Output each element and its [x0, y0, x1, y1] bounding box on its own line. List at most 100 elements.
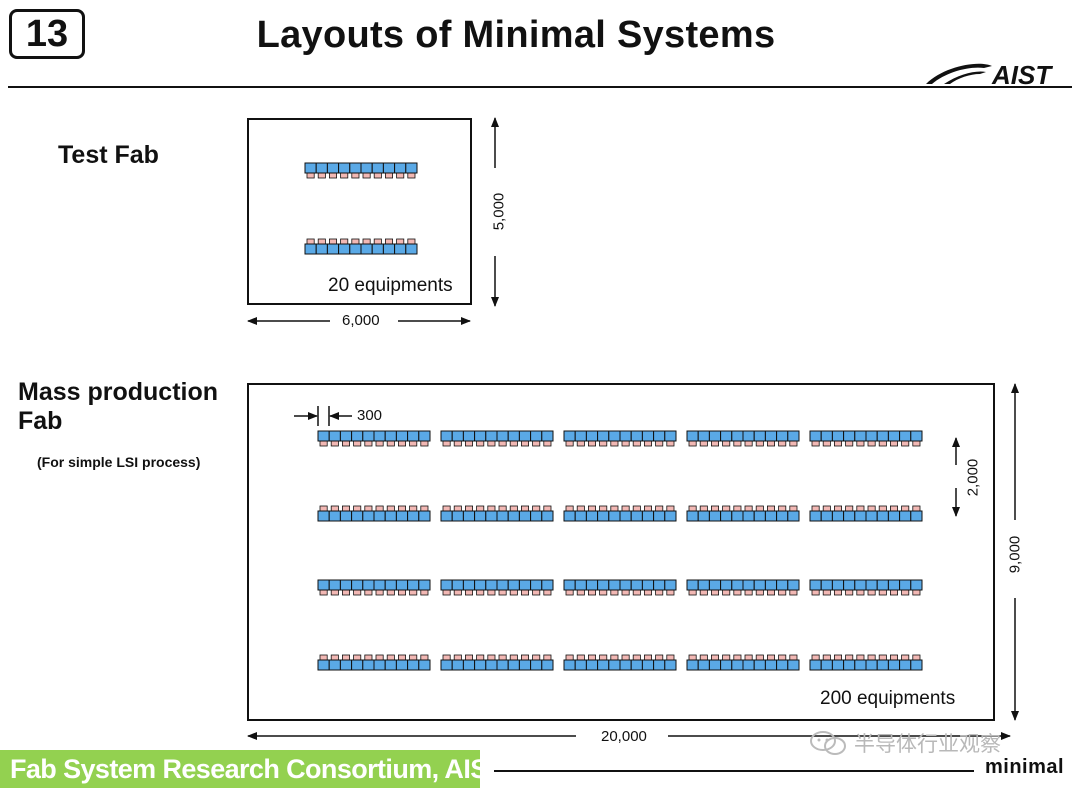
mass-fab-equipment-group [440, 505, 554, 522]
equipment-port [353, 654, 362, 661]
equipment-port [487, 589, 496, 596]
equipment-unit [686, 579, 699, 591]
equipment-port [373, 238, 382, 245]
equipment-unit [362, 659, 375, 671]
mass-fab-width-label: 20,000 [601, 728, 647, 745]
test-fab-outline [247, 118, 472, 305]
equipment-unit [876, 430, 889, 442]
equipment-unit [462, 659, 476, 671]
equipment-unit [720, 430, 733, 442]
equipment-port [364, 505, 373, 512]
equipment-unit [653, 430, 666, 442]
equipment-port [364, 654, 373, 661]
equipment-unit [496, 510, 509, 522]
equipment-port [856, 654, 865, 661]
equipment-unit [787, 510, 800, 522]
equipment-unit [304, 243, 317, 255]
equipment-unit [507, 579, 520, 591]
equipment-port [912, 654, 921, 661]
equipment-port [341, 440, 350, 447]
equipment-unit [507, 430, 520, 442]
mass-fab-equipment-group [563, 579, 677, 596]
equipment-unit [351, 510, 364, 522]
equipment-port [767, 440, 776, 447]
equipment-unit [373, 510, 386, 522]
equipment-unit [474, 579, 487, 591]
equipment-port [330, 505, 339, 512]
test-fab-equipment-row [304, 162, 418, 179]
mass-fab-equipment-group [809, 505, 923, 522]
equipment-port [420, 589, 429, 596]
equipment-unit [697, 430, 710, 442]
watermark-text: 半导体行业观察 [854, 733, 1001, 756]
equipment-port [755, 505, 764, 512]
equipment-port [666, 654, 675, 661]
equipment-port [396, 238, 405, 245]
equipment-unit [653, 659, 666, 671]
equipment-port [353, 589, 362, 596]
equipment-port [621, 505, 630, 512]
equipment-port [476, 654, 485, 661]
equipment-unit [339, 659, 353, 671]
equipment-unit [373, 430, 386, 442]
equipment-port [878, 589, 887, 596]
equipment-port [699, 589, 708, 596]
mass-fab-equipment-group [317, 654, 431, 671]
equipment-unit [742, 510, 755, 522]
equipment-unit [362, 510, 375, 522]
equipment-unit [394, 243, 407, 255]
equipment-unit [360, 243, 373, 255]
equipment-port [890, 440, 899, 447]
equipment-unit [697, 510, 710, 522]
equipment-port [901, 589, 910, 596]
equipment-port [498, 654, 507, 661]
equipment-unit [854, 510, 867, 522]
equipment-port [710, 440, 719, 447]
footer-divider [494, 770, 974, 772]
equipment-unit [619, 430, 632, 442]
equipment-port [789, 505, 798, 512]
equipment-unit [753, 430, 766, 442]
equipment-port [621, 440, 630, 447]
equipment-port [362, 172, 371, 179]
equipment-unit [440, 510, 453, 522]
equipment-port [317, 172, 326, 179]
equipment-port [733, 505, 742, 512]
equipment-unit [708, 430, 722, 442]
equipment-unit [451, 430, 464, 442]
equipment-port [610, 589, 619, 596]
equipment-port [351, 172, 360, 179]
watermark: 半导体行业观察 [808, 728, 1001, 758]
equipment-port [420, 654, 429, 661]
equipment-unit [496, 430, 509, 442]
equipment-unit [764, 579, 778, 591]
equipment-port [755, 440, 764, 447]
equipment-unit [541, 510, 554, 522]
mass-fab-outline [247, 383, 995, 721]
wechat-icon [810, 731, 846, 755]
mass-fab-sublabel: (For simple LSI process) [37, 454, 201, 470]
equipment-unit [887, 659, 901, 671]
equipment-unit [776, 430, 789, 442]
equipment-unit [384, 510, 397, 522]
equipment-unit [373, 659, 386, 671]
equipment-port [543, 654, 552, 661]
mass-fab-equipment-group [686, 579, 800, 596]
equipment-port [509, 440, 518, 447]
equipment-port [498, 505, 507, 512]
equipment-port [878, 505, 887, 512]
equipment-port [509, 654, 518, 661]
equipment-unit [585, 430, 599, 442]
equipment-unit [326, 243, 340, 255]
equipment-unit [776, 510, 789, 522]
equipment-port [353, 440, 362, 447]
mass-fab-equipment-group [563, 654, 677, 671]
equipment-port [912, 505, 921, 512]
equipment-unit [865, 430, 878, 442]
equipment-port [621, 654, 630, 661]
equipment-unit [360, 162, 373, 174]
equipment-port [867, 589, 876, 596]
equipment-unit [339, 430, 353, 442]
equipment-port [744, 654, 753, 661]
equipment-port [733, 654, 742, 661]
